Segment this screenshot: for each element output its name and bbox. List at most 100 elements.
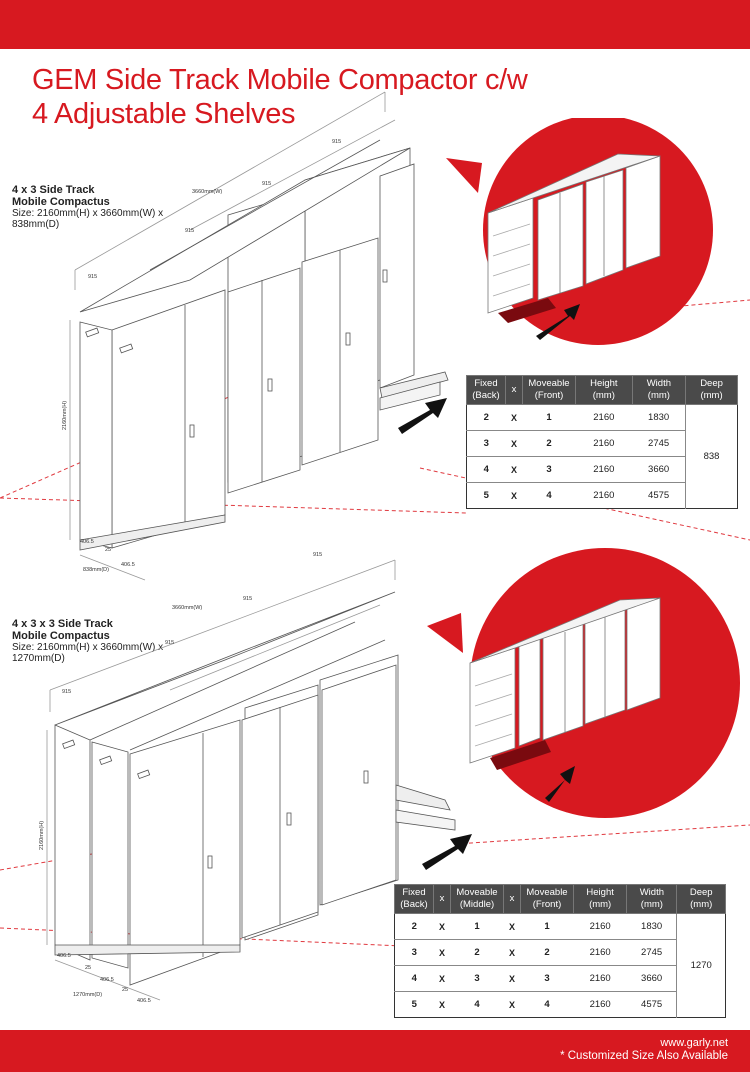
s2-dim-d5: 406.5	[137, 998, 151, 1004]
s1-cell: 2160	[575, 430, 633, 457]
s1-dim-d1: 406.5	[80, 539, 94, 545]
s1-cell: 2	[522, 430, 576, 457]
section2-spec: 4 x 3 x 3 Side Track Mobile Compactus Si…	[12, 618, 163, 664]
s2-cell: 3	[450, 965, 504, 992]
s1-dim-915-b: 915	[185, 228, 194, 234]
s2-dim-915-a: 915	[62, 689, 71, 695]
s1-th-deep: Deep (mm)	[685, 375, 738, 405]
s1-cell: 2160	[575, 404, 633, 431]
s2-dim-depth: 1270mm(D)	[73, 992, 102, 998]
s1-deep-cell: 838	[685, 404, 738, 509]
s2-th-height: Height (mm)	[572, 884, 628, 914]
s1-cell: 3	[466, 430, 506, 457]
s2-cell: 2160	[573, 991, 627, 1018]
s2-cell: 2160	[573, 913, 627, 940]
s2-dim-d4: 25	[122, 987, 128, 993]
s2-cell: 4	[450, 991, 504, 1018]
section1-name-line2: Mobile Compactus	[12, 196, 110, 208]
s2-cell: X	[503, 913, 521, 940]
s1-dim-width: 3660mm(W)	[192, 189, 222, 195]
s1-cell: X	[505, 430, 523, 457]
section2-size-line1: Size: 2160mm(H) x 3660mm(W) x	[12, 642, 164, 653]
s2-dim-d3: 406.5	[100, 977, 114, 983]
s2-bubble-arrow-icon	[545, 766, 575, 802]
s1-th-moveable: Moveable (Front)	[522, 375, 576, 405]
s2-cell: 3660	[626, 965, 677, 992]
section2-size-line2: 1270mm(D)	[12, 653, 65, 664]
s2-dim-915-c: 915	[243, 596, 252, 602]
table-row: 5 X 4 X 4 2160 4575	[394, 991, 726, 1018]
s2-cell: 1	[520, 913, 574, 940]
s2-cell: 2	[394, 913, 434, 940]
s1-cell: 4575	[632, 482, 686, 509]
s2-th-front: Moveable (Front)	[520, 884, 574, 914]
s1-th-height: Height (mm)	[575, 375, 633, 405]
s2-cell: 1830	[626, 913, 677, 940]
s2-deep-cell: 1270	[676, 913, 726, 1018]
s2-dim-height: 2160mm(H)	[39, 821, 45, 850]
s1-bubble-arrow-icon	[536, 304, 580, 340]
s1-spec-table: Fixed (Back) x Moveable (Front) Height (…	[466, 375, 738, 509]
s1-cell: X	[505, 456, 523, 483]
s1-cell: 3	[522, 456, 576, 483]
s2-th-fixed: Fixed (Back)	[394, 884, 434, 914]
s2-th-width: Width (mm)	[626, 884, 678, 914]
s2-direction-arrow-icon	[422, 834, 472, 870]
s2-th-x2: x	[503, 884, 521, 914]
s1-dim-915-a: 915	[88, 274, 97, 280]
s1-dim-d2: 25	[105, 547, 111, 553]
s1-th-x: x	[505, 375, 523, 405]
s1-cell: X	[505, 482, 523, 509]
s2-dim-d1: 406.5	[57, 953, 71, 959]
s2-cell: X	[433, 913, 451, 940]
s1-cell: 3660	[632, 456, 686, 483]
s1-cell: 2160	[575, 482, 633, 509]
section1-name-line1: 4 x 3 Side Track	[12, 184, 95, 196]
s1-th-width: Width (mm)	[631, 375, 687, 405]
s2-cell: X	[433, 991, 451, 1018]
s1-zoom-bubble	[446, 118, 713, 345]
s1-cell: 2745	[632, 430, 686, 457]
s2-spec-table: Fixed (Back) x Moveable (Middle) x Movea…	[394, 884, 726, 1018]
s2-dim-915-d: 915	[313, 552, 322, 558]
section1-spec: 4 x 3 Side Track Mobile Compactus Size: …	[12, 184, 163, 230]
s2-cell: 4575	[626, 991, 677, 1018]
s2-th-deep: Deep (mm)	[676, 884, 726, 914]
s2-cell: 5	[394, 991, 434, 1018]
s2-dim-d2: 25	[85, 965, 91, 971]
s2-cell: 3	[394, 939, 434, 966]
s2-cell: X	[503, 991, 521, 1018]
s2-cell: 4	[520, 991, 574, 1018]
s2-zoom-bubble	[427, 548, 740, 818]
s2-cell: X	[503, 965, 521, 992]
s2-cell: 2	[450, 939, 504, 966]
s1-dim-915-d: 915	[332, 139, 341, 145]
s2-cell: 4	[394, 965, 434, 992]
title-line-1: GEM Side Track Mobile Compactor c/w	[32, 64, 528, 96]
table-row: 4 X 3 X 3 2160 3660	[394, 965, 726, 992]
page-title: GEM Side Track Mobile Compactor c/w 4 Ad…	[32, 63, 528, 131]
s1-th-fixed: Fixed (Back)	[466, 375, 506, 405]
s1-cell: 4	[522, 482, 576, 509]
s1-dim-height: 2160mm(H)	[62, 401, 68, 430]
title-line-2: 4 Adjustable Shelves	[32, 98, 296, 130]
section2-name-line1: 4 x 3 x 3 Side Track	[12, 618, 113, 630]
s1-dim-915-c: 915	[262, 181, 271, 187]
section2-name-line2: Mobile Compactus	[12, 630, 110, 642]
section1-size-line1: Size: 2160mm(H) x 3660mm(W) x	[12, 208, 164, 219]
s1-dim-depth: 838mm(D)	[83, 567, 109, 573]
table-row: 3 X 2 X 2 2160 2745	[394, 939, 726, 966]
s1-cell: X	[505, 404, 523, 431]
s2-cell: X	[503, 939, 521, 966]
s1-cell: 5	[466, 482, 506, 509]
s2-th-middle: Moveable (Middle)	[450, 884, 504, 914]
s1-cell: 1830	[632, 404, 686, 431]
s2-cell: 2160	[573, 965, 627, 992]
s1-direction-arrow-icon	[398, 398, 447, 434]
s1-cell: 2160	[575, 456, 633, 483]
top-banner	[0, 0, 750, 49]
s2-cell: 2160	[573, 939, 627, 966]
s2-cell: 2	[520, 939, 574, 966]
